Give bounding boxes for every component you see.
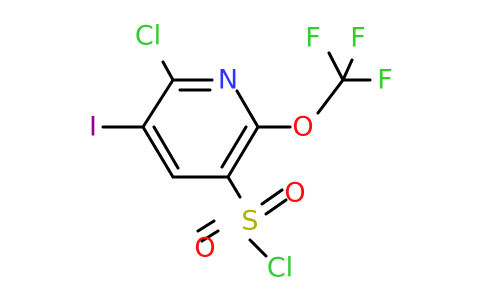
atom-f-right: F [377,65,393,96]
bond-c5-s [226,175,242,199]
atom-f-top-right: F [350,23,366,54]
bond-c3-c4 [141,125,175,179]
atom-cl-sulfonyl: Cl [267,253,293,284]
atom-o-ether: O [292,112,313,143]
atom-labels: Cl N I O F F F S O O Cl [89,21,393,284]
bond-s-o-right-double [264,198,288,216]
bond-s-o-left [200,229,220,243]
bond-c5-c6-double [220,125,248,169]
atom-cl-ring: Cl [135,21,161,52]
bonds [101,51,372,258]
atom-f-top-left: F [305,23,321,54]
bond-c3-c4-double [152,125,180,170]
atom-o-sulfonyl-right: O [284,178,305,209]
bond-s-o-left-double [196,219,216,233]
atom-i: I [89,112,97,143]
bond-s-cl [248,238,268,258]
bond-c2-cl [161,60,175,82]
atom-o-sulfonyl-left: O [194,233,215,264]
atom-n-ring: N [218,65,238,96]
bond-o-cf3 [316,78,345,115]
bond-s-o-right [260,188,284,206]
bond-cf3-f-top-left [327,51,345,82]
bond-c5-c6 [226,125,260,179]
bond-c6-n [235,89,260,129]
bond-cf3-f-top-right [341,58,354,82]
atom-s: S [241,206,258,237]
bond-c2-c3 [141,78,175,129]
